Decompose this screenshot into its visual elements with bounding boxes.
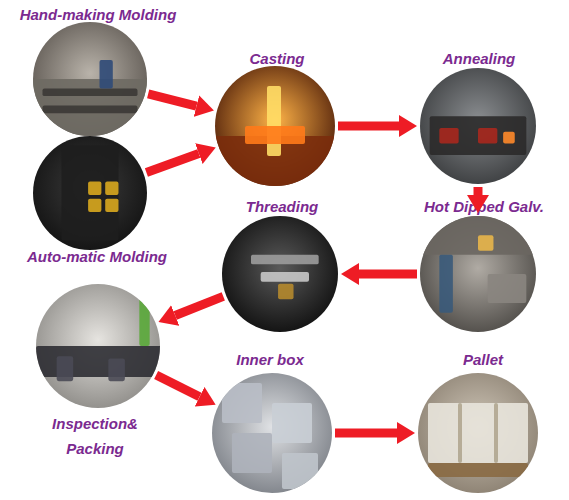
- process-photo-circle: Casting: [215, 66, 335, 186]
- process-photo: [420, 68, 536, 184]
- photo-detail: [251, 255, 319, 265]
- process-photo-circle: Threading: [222, 216, 338, 332]
- photo-background: [33, 136, 147, 250]
- photo-detail: [33, 79, 147, 136]
- photo-detail: [88, 182, 101, 195]
- photo-detail: [439, 128, 458, 143]
- photo-detail: [488, 274, 527, 303]
- process-photo: [212, 373, 332, 493]
- process-photo: [420, 216, 536, 332]
- photo-detail: [430, 116, 527, 155]
- photo-detail: [282, 453, 318, 489]
- photo-detail: [439, 255, 453, 313]
- photo-detail: [428, 463, 528, 477]
- photo-detail: [478, 235, 493, 250]
- photo-detail: [232, 433, 272, 473]
- process-photo: [215, 66, 335, 186]
- process-photo: [33, 136, 147, 250]
- photo-detail: [43, 89, 138, 97]
- photo-detail: [478, 128, 497, 143]
- flow-arrow: [148, 94, 196, 106]
- flow-arrow: [175, 296, 223, 315]
- step-label: Hot Dipped Galv.: [404, 194, 564, 219]
- flow-arrow: [359, 270, 417, 279]
- step-label: Pallet: [423, 347, 543, 372]
- flow-arrow: [474, 187, 483, 195]
- photo-detail: [100, 60, 113, 89]
- process-photo: [36, 284, 160, 408]
- photo-detail: [105, 182, 118, 195]
- process-photo: [418, 373, 538, 493]
- process-photo-circle: Pallet: [418, 373, 538, 493]
- process-photo: [33, 22, 147, 136]
- step-label: Casting: [217, 46, 337, 71]
- photo-detail: [261, 272, 309, 282]
- process-photo-circle: Inner box: [212, 373, 332, 493]
- photo-background: [33, 22, 147, 136]
- flow-arrow: [338, 122, 399, 131]
- photo-detail: [57, 356, 74, 381]
- flow-arrow: [146, 154, 198, 173]
- photo-detail: [272, 403, 312, 443]
- photo-background: [418, 373, 538, 493]
- process-photo-circle: Hand-making Molding: [33, 22, 147, 136]
- photo-detail: [245, 126, 305, 144]
- step-label: Hand-making Molding: [3, 2, 193, 27]
- photo-background: [420, 216, 536, 332]
- step-label: Threading: [222, 194, 342, 219]
- photo-detail: [494, 403, 498, 463]
- process-photo-circle: Annealing: [420, 68, 536, 184]
- flow-arrow: [335, 429, 397, 438]
- photo-detail: [43, 106, 138, 114]
- photo-detail: [105, 199, 118, 212]
- photo-detail: [108, 358, 125, 381]
- photo-detail: [278, 284, 293, 299]
- photo-detail: [428, 403, 528, 463]
- photo-detail: [420, 216, 536, 255]
- photo-background: [212, 373, 332, 493]
- photo-detail: [88, 199, 101, 212]
- photo-detail: [36, 346, 160, 377]
- photo-detail: [458, 403, 462, 463]
- photo-detail: [62, 146, 119, 241]
- photo-detail: [267, 86, 281, 156]
- step-label: Inspection& Packing: [40, 411, 150, 461]
- process-photo: [222, 216, 338, 332]
- photo-background: [222, 216, 338, 332]
- photo-detail: [503, 132, 515, 144]
- photo-detail: [139, 294, 149, 346]
- step-label: Annealing: [419, 46, 539, 71]
- process-photo-circle: Auto-matic Molding: [33, 136, 147, 250]
- photo-detail: [222, 383, 262, 423]
- step-label: Inner box: [210, 347, 330, 372]
- photo-background: [215, 66, 335, 186]
- process-photo-circle: Inspection& Packing: [36, 284, 160, 408]
- process-photo-circle: Hot Dipped Galv.: [420, 216, 536, 332]
- flow-arrow: [156, 375, 199, 397]
- step-label: Auto-matic Molding: [2, 244, 192, 269]
- photo-background: [420, 68, 536, 184]
